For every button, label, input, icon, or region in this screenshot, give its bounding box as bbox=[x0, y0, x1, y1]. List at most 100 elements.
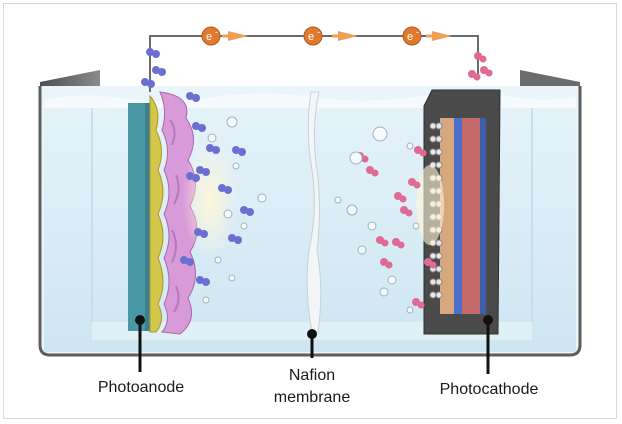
catalyst-bead bbox=[429, 122, 437, 130]
water-bubble bbox=[412, 222, 420, 230]
nafion-membrane bbox=[306, 91, 322, 333]
label-pointer-dots bbox=[135, 315, 493, 339]
electron-charge: - bbox=[215, 27, 218, 37]
water-bubble bbox=[240, 222, 248, 230]
electron-flow-arrow bbox=[228, 31, 248, 41]
oxygen-bubble bbox=[224, 186, 232, 194]
electron: e - bbox=[402, 26, 422, 46]
electron-flow-arrows bbox=[222, 31, 452, 41]
hydrogen-bubble bbox=[429, 261, 437, 269]
photoanode-substrate bbox=[128, 103, 150, 331]
oxygen-bubble bbox=[212, 146, 220, 154]
catalyst-bead bbox=[435, 278, 443, 286]
oxygen-bubble bbox=[202, 168, 210, 176]
oxygen-bubble bbox=[246, 208, 254, 216]
catalyst-bead bbox=[435, 161, 443, 169]
electron-markers: e - e - e - bbox=[201, 26, 422, 46]
water-bubble bbox=[232, 162, 240, 170]
membrane-label-line2: membrane bbox=[273, 389, 351, 406]
water-bubble bbox=[223, 209, 233, 219]
catalyst-bead bbox=[429, 278, 437, 286]
hydrogen-bubble bbox=[381, 239, 389, 247]
water-bubble bbox=[357, 245, 367, 255]
catalyst-bead bbox=[429, 148, 437, 156]
membrane-label-line1: Nafion bbox=[288, 367, 336, 384]
hydrogen-bubble bbox=[405, 209, 413, 217]
catalyst-bead bbox=[435, 252, 443, 260]
oxygen-bubble bbox=[234, 236, 242, 244]
hydrogen-bubble bbox=[385, 261, 393, 269]
hydrogen-bubble bbox=[485, 69, 493, 77]
catalyst-bead bbox=[435, 122, 443, 130]
water-bubble bbox=[214, 256, 222, 264]
hydrogen-bubble bbox=[479, 55, 487, 63]
photoanode-label: Photoanode bbox=[97, 379, 185, 396]
oxygen-bubble bbox=[186, 258, 194, 266]
water-bubble bbox=[207, 133, 217, 143]
oxygen-bubble bbox=[200, 230, 208, 238]
hydrogen-bubble bbox=[413, 181, 421, 189]
water-bubble bbox=[372, 126, 388, 142]
photoanode-pointer-dot bbox=[135, 315, 145, 325]
catalyst-bead bbox=[435, 239, 443, 247]
catalyst-bead bbox=[435, 148, 443, 156]
hydrogen-bubble bbox=[399, 195, 407, 203]
photoanode-glow bbox=[182, 140, 238, 260]
photocathode-stripe-tan bbox=[440, 118, 454, 314]
hydrogen-bubble bbox=[419, 149, 427, 157]
electron: e - bbox=[303, 26, 323, 46]
electron-flow-arrow-shaft bbox=[332, 34, 342, 38]
catalyst-bead bbox=[429, 291, 437, 299]
electron-flow-arrow-shaft bbox=[222, 34, 232, 38]
catalyst-bead bbox=[429, 252, 437, 260]
hydrogen-bubble bbox=[361, 155, 369, 163]
electron-symbol: e bbox=[206, 31, 212, 43]
water-bubble bbox=[334, 196, 342, 204]
membrane-pointer-dot bbox=[307, 329, 317, 339]
electron-flow-arrow bbox=[432, 31, 452, 41]
oxygen-bubble bbox=[192, 174, 200, 182]
photocathode-electrode bbox=[416, 89, 501, 335]
water-bubble bbox=[406, 306, 414, 314]
water-bubble bbox=[346, 204, 358, 216]
water-bubble bbox=[387, 275, 397, 285]
oxygen-bubble bbox=[198, 124, 206, 132]
electron-charge: - bbox=[416, 27, 419, 37]
hydrogen-bubble bbox=[417, 301, 425, 309]
electron-charge: - bbox=[317, 27, 320, 37]
water-bubble bbox=[379, 287, 389, 297]
photoanode-layer-pink bbox=[159, 91, 198, 335]
electron-symbol: e bbox=[407, 31, 413, 43]
photocathode-stripe-red bbox=[462, 118, 480, 314]
water-bubble bbox=[349, 151, 363, 165]
catalyst-bead bbox=[429, 135, 437, 143]
water-bubble bbox=[367, 221, 377, 231]
photocathode-pointer-dot bbox=[483, 315, 493, 325]
water-bubble bbox=[226, 116, 238, 128]
electron-flow-arrow-shaft bbox=[426, 34, 436, 38]
oxygen-bubble bbox=[147, 80, 155, 88]
photoanode-layer-yellow bbox=[149, 94, 164, 333]
photocathode-label: Photocathode bbox=[439, 381, 539, 398]
oxygen-bubble bbox=[152, 50, 160, 58]
hydrogen-bubble bbox=[473, 73, 481, 81]
oxygen-bubble bbox=[238, 148, 246, 156]
water-bubble bbox=[257, 193, 267, 203]
oxygen-bubble bbox=[158, 68, 166, 76]
water-bubble bbox=[228, 274, 236, 282]
hydrogen-bubble bbox=[397, 241, 405, 249]
hydrogen-bubble bbox=[371, 169, 379, 177]
electron-symbol: e bbox=[308, 31, 314, 43]
catalyst-bead bbox=[435, 265, 443, 273]
electron-flow-arrow bbox=[338, 31, 358, 41]
water-bubble bbox=[202, 296, 210, 304]
catalyst-bead bbox=[435, 291, 443, 299]
electron: e - bbox=[201, 26, 221, 46]
oxygen-bubble bbox=[202, 278, 210, 286]
oxygen-bubble bbox=[192, 94, 200, 102]
catalyst-bead bbox=[435, 135, 443, 143]
photocathode-stripe-blue bbox=[454, 118, 462, 314]
water-bubble bbox=[406, 142, 414, 150]
gas-bubbles bbox=[141, 48, 493, 314]
